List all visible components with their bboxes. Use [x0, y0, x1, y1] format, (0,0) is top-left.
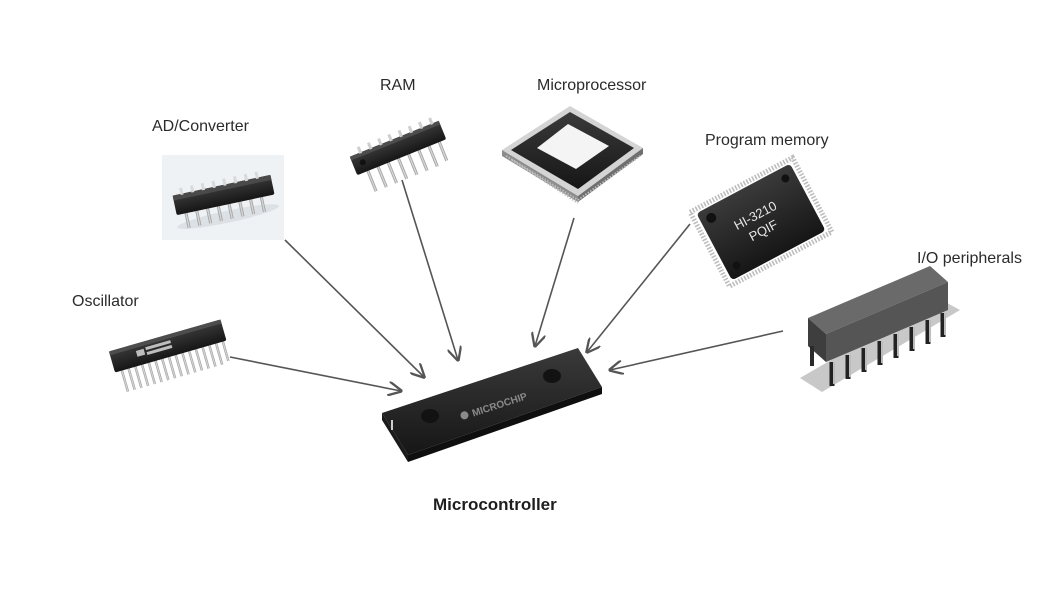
- ram-chip: [348, 115, 455, 195]
- arrow-ad-converter: [285, 240, 424, 377]
- arrow-microprocessor: [535, 218, 574, 346]
- microprocessor-chip: [502, 106, 643, 203]
- arrow-ram: [402, 180, 458, 360]
- oscillator-chip: [109, 319, 233, 393]
- arrow-oscillator: [230, 357, 401, 391]
- io-peripherals-chip: [800, 266, 960, 392]
- arrow-io-peripherals: [610, 331, 783, 370]
- arrow-program-memory: [587, 224, 690, 352]
- ad-converter-chip: [169, 169, 280, 234]
- program-memory-chip: HI-3210 PQIF: [690, 158, 832, 287]
